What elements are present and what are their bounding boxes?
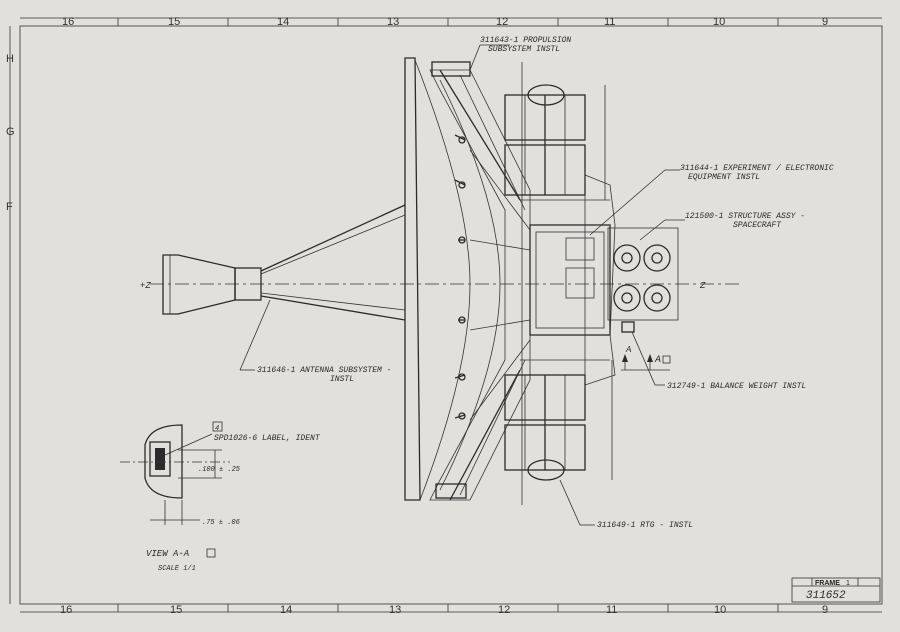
ruler-bottom-12: 12 (498, 604, 510, 616)
section-marker: A A (621, 345, 671, 371)
ruler-bottom-16: 16 (60, 604, 72, 616)
view-title: VIEW A-A (146, 549, 189, 559)
ruler-top-15: 15 (168, 16, 180, 28)
drawing-number: 311652 (806, 590, 846, 602)
ruler-bottom-10: 10 (714, 604, 726, 616)
rtg-lower (504, 374, 586, 481)
callout-propulsion-2: SUBSYSTEM INSTL (488, 45, 560, 54)
callout-rtg: 311649-1 RTG - INSTL (597, 521, 693, 530)
ruler-top-14: 14 (277, 16, 289, 28)
ruler-bottom-11: 11 (606, 604, 617, 616)
axis-label-neg: +Z (140, 281, 151, 291)
sheet-border (19, 25, 883, 605)
note-flag-number: 4 (215, 425, 219, 433)
ruler-bottom-9: 9 (822, 604, 828, 616)
ruler-bottom-14: 14 (280, 604, 292, 616)
callout-experiment-2: EQUIPMENT INSTL (688, 173, 760, 182)
callout-antenna-1: 311646-1 ANTENNA SUBSYSTEM - (257, 366, 391, 375)
ruler-top-16: 16 (62, 16, 74, 28)
view-scale: SCALE 1/1 (158, 565, 196, 573)
callout-balance-weight: 312749-1 BALANCE WEIGHT INSTL (667, 382, 806, 391)
spacecraft-structure (429, 61, 616, 505)
section-letter-a2: A (654, 355, 661, 366)
frame-label: FRAME (815, 580, 840, 587)
rtg-upper (504, 84, 586, 196)
callout-structure-1: 121500-1 STRUCTURE ASSY - (685, 212, 805, 221)
ruler-left-f: F (6, 201, 13, 213)
callout-label-ident: SPD1026-6 LABEL, IDENT (214, 434, 321, 443)
callout-structure-2: SPACECRAFT (733, 221, 782, 230)
leader-lines (164, 44, 685, 526)
title-block: FRAME 1 311652 (791, 577, 881, 603)
antenna-feed (162, 204, 406, 321)
ruler-bottom-15: 15 (170, 604, 182, 616)
view-a-a-detail: 4 SPD1026-6 LABEL, IDENT .100 ± .25 .75 … (120, 421, 321, 527)
ruler-bottom-13: 13 (389, 604, 401, 616)
axis-label-pos: Z (699, 281, 706, 291)
dimension-1: .100 ± .25 (198, 466, 241, 474)
equipment-bus (529, 224, 611, 336)
ruler-top-11: 11 (604, 16, 615, 28)
section-letter-a1: A (625, 345, 631, 355)
ruler-left-h: H (6, 53, 14, 65)
dimension-2: .75 ± .06 (202, 519, 240, 527)
ruler-top-13: 13 (387, 16, 399, 28)
callout-propulsion-1: 311643-1 PROPULSION (480, 36, 571, 45)
frame-number: 1 (846, 580, 850, 587)
callout-experiment-1: 311644-1 EXPERIMENT / ELECTRONIC (680, 164, 834, 173)
ruler-top-10: 10 (713, 16, 725, 28)
tank-cluster (607, 227, 679, 333)
ruler-top-12: 12 (496, 16, 508, 28)
ruler-top-9: 9 (822, 16, 828, 28)
callout-antenna-2: INSTL (330, 375, 354, 384)
ruler-left-g: G (6, 126, 15, 138)
